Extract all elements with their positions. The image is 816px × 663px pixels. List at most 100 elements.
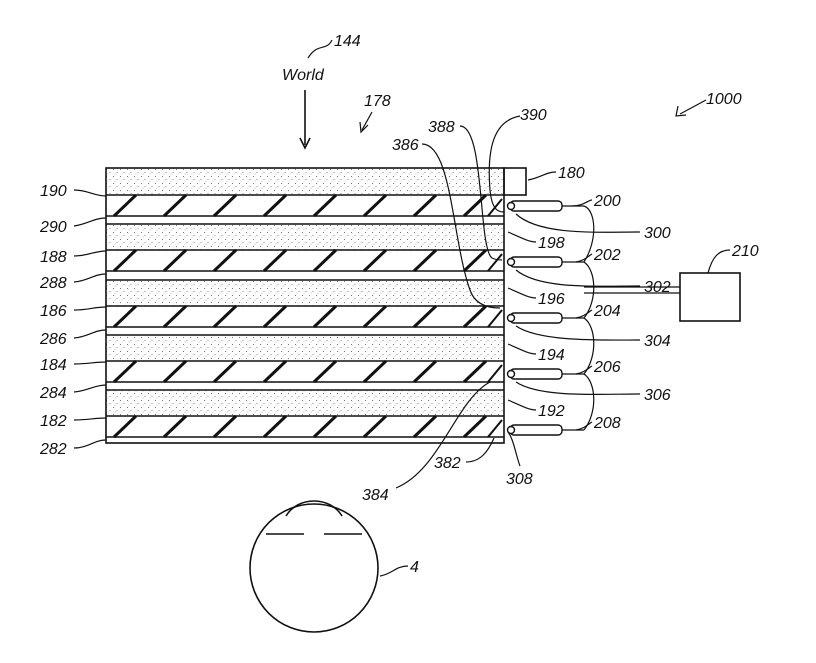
label-308: 308 — [506, 471, 533, 488]
arrow-1000-head — [675, 105, 687, 117]
diagonal-element — [312, 414, 338, 439]
diagonal-element — [462, 248, 488, 273]
label-286: 286 — [39, 331, 67, 348]
stipple-layer-4 — [106, 335, 504, 361]
diagonal-element — [312, 248, 338, 273]
injector — [506, 312, 584, 324]
diagonal-elements — [112, 193, 503, 439]
diagonal-element — [412, 193, 438, 218]
diagonal-element — [212, 414, 238, 439]
label-184: 184 — [40, 357, 67, 374]
leader-144 — [307, 39, 333, 59]
label-384: 384 — [362, 487, 389, 504]
leader-4 — [379, 565, 409, 577]
label-288: 288 — [39, 275, 67, 292]
diagonal-element — [462, 359, 488, 384]
leader-178 — [361, 111, 373, 131]
world-light-arrow — [299, 90, 311, 150]
label-206: 206 — [593, 359, 621, 376]
leader-384 — [395, 381, 491, 489]
diagonal-element — [212, 359, 238, 384]
diagonal-element — [262, 359, 288, 384]
label-284: 284 — [39, 385, 67, 402]
arrow-178-head — [359, 121, 369, 134]
diagonal-element — [112, 248, 138, 273]
stipple-layer-top — [106, 168, 504, 195]
label-188: 188 — [40, 249, 67, 266]
diagonal-element — [462, 193, 488, 218]
label-290: 290 — [39, 219, 67, 236]
diagonal-element — [412, 304, 438, 329]
diagonal-element — [162, 359, 188, 384]
diagonal-element — [362, 193, 388, 218]
diagonal-element — [262, 414, 288, 439]
leader-382 — [465, 437, 495, 463]
injector — [506, 200, 584, 212]
eye — [249, 500, 379, 633]
label-1000: 1000 — [706, 91, 742, 108]
right-connections — [507, 199, 680, 467]
stipple-layer-2 — [106, 224, 504, 250]
diagonal-element — [362, 248, 388, 273]
label-200: 200 — [593, 193, 621, 210]
leader-1000 — [679, 99, 707, 115]
leader-180 — [527, 171, 557, 181]
stipple-layer-5 — [106, 390, 504, 416]
label-390: 390 — [520, 107, 547, 124]
stipple-layer-3 — [106, 280, 504, 306]
injector — [506, 368, 585, 380]
diagonal-element — [112, 414, 138, 439]
controller-210-box — [679, 272, 741, 322]
lead-388 — [459, 125, 503, 261]
lead-386 — [421, 143, 501, 309]
waveguide-boundaries — [106, 194, 504, 438]
label-178: 178 — [364, 93, 391, 110]
diagonal-element — [262, 304, 288, 329]
leader-210 — [707, 249, 731, 274]
label-382: 382 — [434, 455, 461, 472]
diagonal-element — [162, 414, 188, 439]
left-leaders — [73, 189, 107, 449]
diagonal-element — [212, 248, 238, 273]
diagonal-element — [487, 253, 503, 272]
injector — [506, 256, 584, 268]
diagonal-element — [412, 359, 438, 384]
diagonal-element — [412, 414, 438, 439]
diagonal-element — [412, 248, 438, 273]
label-388: 388 — [428, 119, 455, 136]
label-194: 194 — [538, 347, 565, 364]
label-208: 208 — [593, 415, 621, 432]
label-144: 144 — [334, 33, 361, 50]
diagonal-element — [262, 248, 288, 273]
label-282: 282 — [39, 441, 67, 458]
label-198: 198 — [538, 235, 565, 252]
lead-390 — [488, 115, 521, 213]
diagonal-element — [162, 248, 188, 273]
label-180: 180 — [558, 165, 585, 182]
label-304: 304 — [644, 333, 671, 350]
diagonal-element — [487, 309, 503, 328]
label-192: 192 — [538, 403, 565, 420]
diagonal-element — [112, 193, 138, 218]
light-injectors — [506, 200, 585, 436]
diagonal-element — [162, 304, 188, 329]
diagonal-element — [362, 414, 388, 439]
label-202: 202 — [593, 247, 621, 264]
diagonal-element — [162, 193, 188, 218]
diagonal-element — [362, 304, 388, 329]
label-182: 182 — [40, 413, 67, 430]
label-world: World — [282, 67, 325, 84]
label-302: 302 — [644, 279, 671, 296]
diagonal-element — [462, 304, 488, 329]
diagonal-element — [312, 359, 338, 384]
diagonal-element — [212, 193, 238, 218]
diagonal-element — [212, 304, 238, 329]
label-196: 196 — [538, 291, 565, 308]
diagonal-element — [312, 304, 338, 329]
label-210: 210 — [731, 243, 759, 260]
element-180-box — [503, 167, 527, 196]
diagonal-element — [487, 364, 503, 383]
label-386: 386 — [392, 137, 419, 154]
diagonal-element — [112, 304, 138, 329]
